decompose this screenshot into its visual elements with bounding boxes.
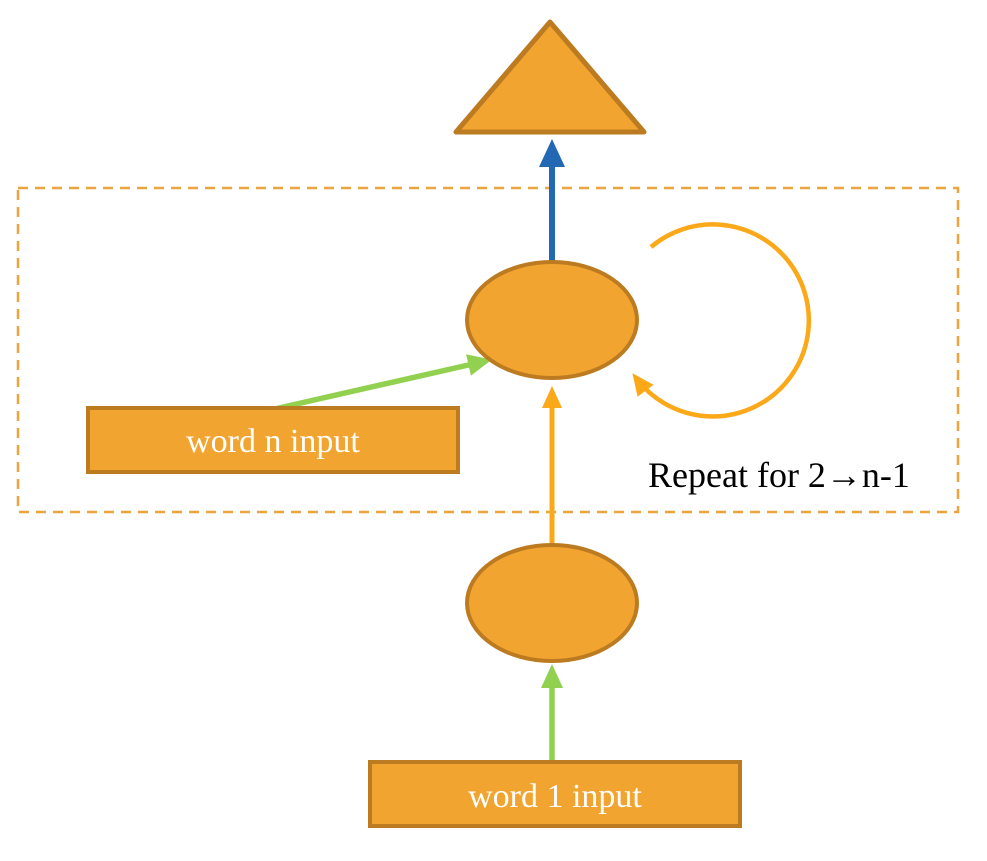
output-triangle [453, 19, 647, 135]
word-n-input-box [86, 406, 460, 474]
word-1-input-box [368, 760, 742, 828]
repeat-region-box [16, 186, 960, 514]
repeat-note: Repeat for 2→n-1 [648, 455, 910, 495]
hidden-state-node-lower [465, 543, 639, 663]
word-n-input-arrow [267, 354, 492, 414]
hidden-state-node-upper [465, 260, 639, 380]
recurrent-self-loop-arrow [632, 222, 812, 419]
word-1-input-label: word 1 input [468, 778, 642, 815]
word-n-input-label: word n input [186, 423, 360, 460]
